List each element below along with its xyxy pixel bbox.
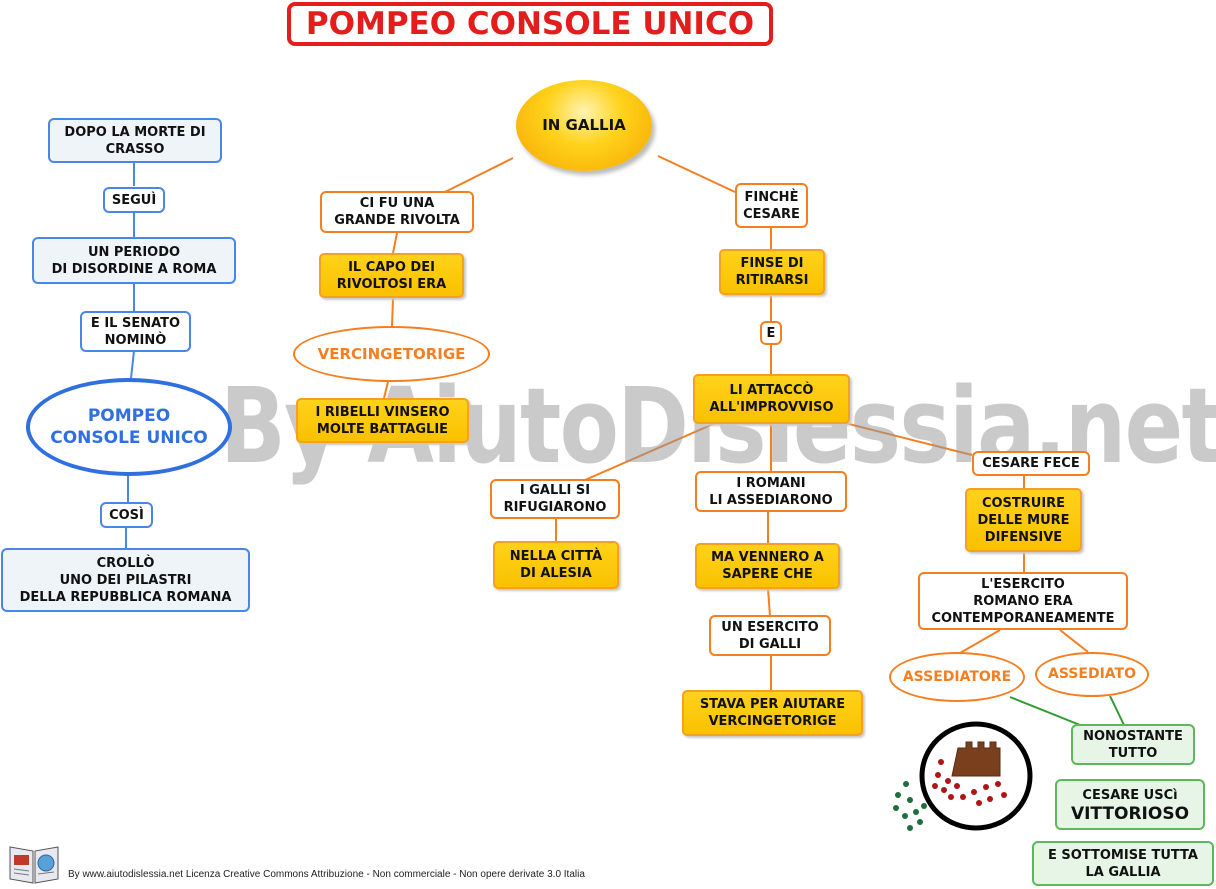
ribelli-vinsero-node: I RIBELLI VINSERO MOLTE BATTAGLIE bbox=[296, 398, 469, 443]
cesare-fece-node: CESARE FECE bbox=[972, 451, 1090, 476]
cesare-usci-text: CESARE USCì bbox=[1082, 787, 1178, 803]
finse-ritirarsi-node: FINSE DI RITIRARSI bbox=[719, 249, 825, 295]
vennero-sapere-node: MA VENNERO A SAPERE CHE bbox=[695, 543, 840, 589]
assediatore-oval: ASSEDIATORE bbox=[889, 652, 1025, 702]
attacco-improvviso-node: LI ATTACCÒ ALL'IMPROVVISO bbox=[693, 374, 850, 424]
citta-alesia-node: NELLA CITTÀ DI ALESIA bbox=[493, 541, 619, 589]
esercito-romano-node: L'ESERCITO ROMANO ERA CONTEMPORANEAMENTE bbox=[918, 572, 1128, 630]
periodo-disordine-node: UN PERIODO DI DISORDINE A ROMA bbox=[32, 237, 236, 284]
map-title: POMPEO CONSOLE UNICO bbox=[287, 2, 773, 46]
creative-commons-book-icon bbox=[6, 841, 62, 885]
cosi-link-label: COSÌ bbox=[100, 502, 153, 528]
finche-cesare-node: FINCHÈ CESARE bbox=[735, 183, 808, 228]
dopo-morte-crasso-node: DOPO LA MORTE DI CRASSO bbox=[48, 118, 222, 163]
vittorioso-text: VITTORIOSO bbox=[1070, 803, 1190, 824]
vercingetorige-oval: VERCINGETORIGE bbox=[293, 326, 490, 382]
senato-nomino-link-label: E IL SENATO NOMINÒ bbox=[80, 311, 191, 352]
in-gallia-central-node: IN GALLIA bbox=[516, 80, 652, 171]
segui-link-label: SEGUÌ bbox=[103, 187, 165, 213]
grande-rivolta-node: CI FU UNA GRANDE RIVOLTA bbox=[320, 191, 474, 233]
nonostante-tutto-node: NONOSTANTE TUTTO bbox=[1071, 724, 1195, 765]
license-footer: By www.aiutodislessia.net Licenza Creati… bbox=[68, 869, 585, 880]
esercito-galli-node: UN ESERCITO DI GALLI bbox=[709, 615, 831, 656]
sottomise-gallia-node: E SOTTOMISE TUTTA LA GALLIA bbox=[1032, 841, 1214, 886]
pompeo-console-unico-oval: POMPEO CONSOLE UNICO bbox=[26, 378, 232, 476]
siege-illustration bbox=[893, 721, 1033, 831]
romani-assediarono-node: I ROMANI LI ASSEDIARONO bbox=[695, 471, 847, 512]
crollo-pilastri-node: CROLLÒ UNO DEI PILASTRI DELLA REPUBBLICA… bbox=[1, 548, 250, 612]
e-link-label: E bbox=[760, 321, 782, 345]
assediato-oval: ASSEDIATO bbox=[1035, 652, 1149, 697]
capo-rivoltosi-node: IL CAPO DEI RIVOLTOSI ERA bbox=[319, 253, 464, 298]
aiutare-vercingetorige-node: STAVA PER AIUTARE VERCINGETORIGE bbox=[682, 690, 863, 736]
cesare-usci-vittorioso-node: CESARE USCì VITTORIOSO bbox=[1055, 779, 1205, 830]
mure-difensive-node: COSTRUIRE DELLE MURE DIFENSIVE bbox=[965, 488, 1082, 552]
galli-rifugiarono-node: I GALLI SI RIFUGIARONO bbox=[490, 479, 620, 519]
